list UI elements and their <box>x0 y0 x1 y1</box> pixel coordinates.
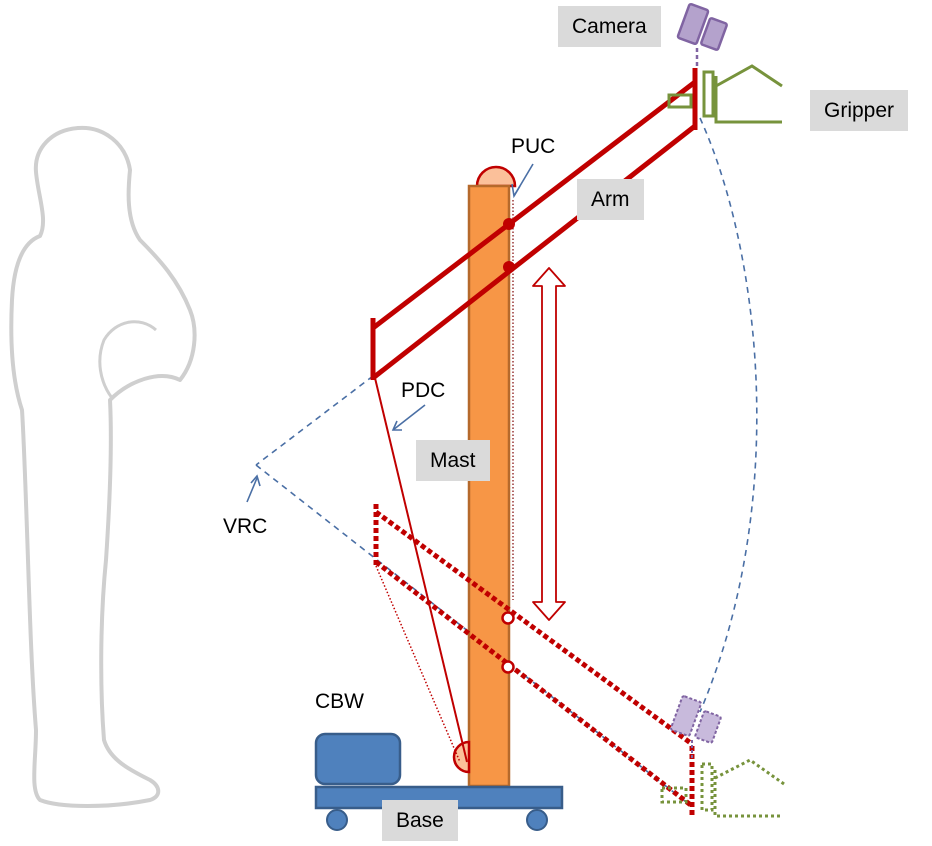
lowered-arm-upper-link <box>374 509 694 747</box>
camera-icon <box>676 2 728 66</box>
cbw-label: CBW <box>315 690 364 713</box>
gripper-label: Gripper <box>810 90 909 131</box>
arm-pivot-upper <box>503 218 515 230</box>
mast <box>467 184 511 788</box>
base-label: Base <box>382 800 458 841</box>
pdc-link <box>374 377 468 763</box>
counterbalance-weight <box>314 732 402 786</box>
pdc-pointer <box>391 404 426 431</box>
puc-label: PUC <box>511 135 556 158</box>
wheel-right <box>526 809 548 831</box>
vrc-guide-upper <box>255 375 374 466</box>
human-arm-detail <box>98 320 157 399</box>
arm-upper-link <box>371 80 697 330</box>
lowered-pdc-link <box>375 565 461 763</box>
gripper-swing-arc <box>699 117 758 713</box>
vertical-travel-arrow <box>532 267 566 621</box>
lowered-arm-pivot-lower <box>501 660 515 674</box>
arm-pivot-lower <box>503 261 515 273</box>
vrc-pointer <box>246 474 261 503</box>
human-silhouette <box>9 125 197 808</box>
pdc-label: PDC <box>401 379 446 402</box>
lowered-camera-icon <box>670 695 722 758</box>
lowered-gripper-icon <box>660 758 785 818</box>
arm-label: Arm <box>577 179 644 220</box>
lowered-arm-pivot-upper <box>501 611 515 625</box>
wheel-left <box>326 809 348 831</box>
camera-label: Camera <box>558 6 661 47</box>
mast-top-cap <box>475 165 517 188</box>
arm-lower-link <box>371 124 697 380</box>
lowered-arm-lower-link <box>374 560 694 808</box>
mast-label: Mast <box>416 440 490 481</box>
gripper-icon <box>667 64 783 124</box>
vrc-label: VRC <box>223 515 268 538</box>
puc-pointer <box>511 163 534 199</box>
